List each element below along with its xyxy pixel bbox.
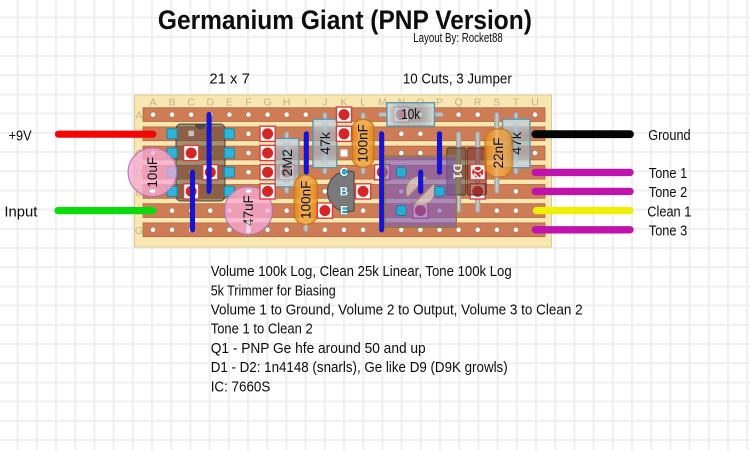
svg-text:5k Trimmer for Biasing: 5k Trimmer for Biasing — [211, 282, 336, 299]
svg-text:47uF: 47uF — [241, 195, 256, 226]
svg-text:21 x 7: 21 x 7 — [209, 71, 250, 88]
svg-text:E: E — [226, 97, 233, 109]
svg-text:E: E — [340, 204, 348, 218]
svg-text:G: G — [264, 97, 272, 109]
svg-text:P: P — [436, 97, 443, 109]
svg-text:Ground: Ground — [648, 127, 690, 144]
svg-text:D1 - D2: 1n4148 (snarls), Ge l: D1 - D2: 1n4148 (snarls), Ge like D9 (D9… — [211, 359, 508, 376]
svg-text:Volume 1 to Ground, Volume 2 t: Volume 1 to Ground, Volume 2 to Output, … — [211, 302, 583, 319]
svg-text:G: G — [135, 225, 143, 237]
svg-text:47k: 47k — [317, 131, 333, 155]
svg-text:Volume 100k Log, Clean 25k Lin: Volume 100k Log, Clean 25k Linear, Tone … — [211, 263, 512, 280]
svg-text:B: B — [169, 97, 176, 109]
svg-text:Tone 1: Tone 1 — [649, 165, 687, 182]
svg-text:Germanium Giant (PNP Version): Germanium Giant (PNP Version) — [158, 5, 532, 35]
svg-text:Tone 2: Tone 2 — [649, 184, 687, 201]
svg-text:Tone 3: Tone 3 — [649, 222, 687, 239]
svg-text:+9V: +9V — [9, 127, 32, 144]
svg-text:T: T — [513, 97, 520, 109]
svg-text:Layout By: Rocket88: Layout By: Rocket88 — [413, 30, 503, 45]
svg-text:A: A — [149, 97, 156, 109]
svg-text:R: R — [474, 97, 482, 109]
svg-text:Q: Q — [455, 97, 463, 109]
svg-text:B: B — [340, 184, 349, 198]
svg-text:Q1 - PNP Ge hfe around 50 and: Q1 - PNP Ge hfe around 50 and up — [211, 340, 426, 357]
svg-text:D1: D1 — [450, 164, 464, 180]
svg-text:10k: 10k — [401, 106, 420, 123]
svg-text:H: H — [283, 97, 291, 109]
svg-text:L: L — [360, 97, 366, 109]
svg-text:S: S — [493, 97, 500, 109]
svg-text:K: K — [340, 97, 347, 109]
svg-text:10uF: 10uF — [145, 157, 160, 188]
svg-text:F: F — [245, 97, 251, 109]
svg-text:C: C — [187, 97, 195, 109]
svg-text:100nF: 100nF — [298, 181, 313, 219]
svg-text:I: I — [304, 97, 307, 109]
svg-text:Tone 1 to Clean 2: Tone 1 to Clean 2 — [211, 321, 313, 338]
svg-text:U: U — [531, 97, 539, 109]
svg-text:D2: D2 — [471, 164, 485, 180]
svg-text:100nF: 100nF — [356, 124, 371, 162]
svg-text:A: A — [135, 110, 142, 122]
svg-text:C: C — [340, 165, 349, 179]
svg-text:D: D — [207, 97, 215, 109]
svg-text:Input: Input — [4, 203, 38, 220]
svg-text:IC: 7660S: IC: 7660S — [211, 378, 271, 395]
svg-text:M: M — [378, 97, 387, 109]
svg-text:J: J — [322, 97, 327, 109]
svg-text:Clean 1: Clean 1 — [647, 203, 691, 220]
svg-text:2M2: 2M2 — [279, 149, 295, 176]
svg-text:22nF: 22nF — [491, 138, 506, 169]
svg-text:10 Cuts, 3 Jumper: 10 Cuts, 3 Jumper — [403, 71, 512, 88]
